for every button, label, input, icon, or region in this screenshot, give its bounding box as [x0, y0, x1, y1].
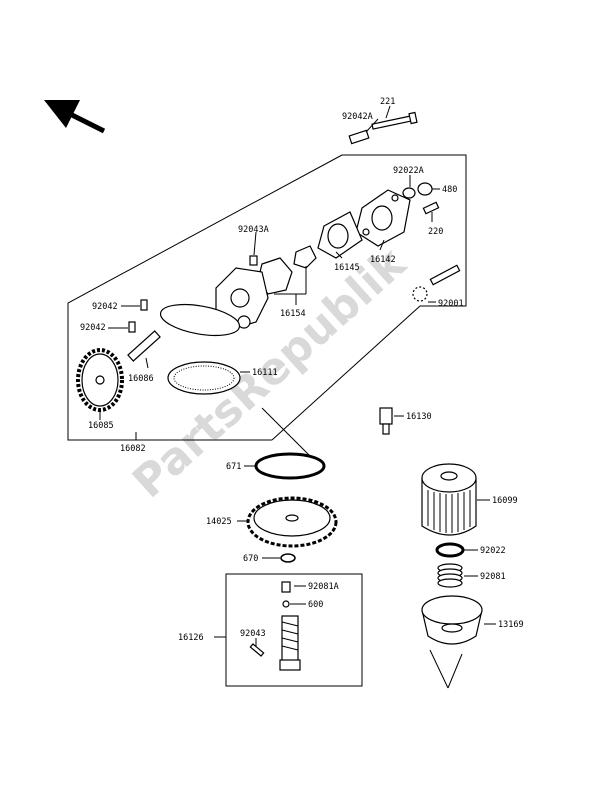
label-92043: 92043: [240, 629, 266, 639]
gear-16085: [76, 348, 124, 412]
bolt-221: [371, 111, 418, 130]
plug-16130: [379, 407, 393, 435]
circlip-480: [417, 182, 433, 196]
washer-92022A: [402, 187, 416, 199]
label-16142: 16142: [370, 255, 396, 265]
shaft-16086: [127, 330, 161, 362]
strainer-cover-14025: [246, 496, 338, 548]
label-221: 221: [380, 97, 395, 107]
label-670: 670: [243, 554, 258, 564]
pump-cover-16142: [355, 189, 411, 247]
pump-plate: [159, 303, 241, 337]
o-ring-671: [254, 452, 326, 480]
label-92081A: 92081A: [308, 582, 339, 592]
label-16126: 16126: [178, 633, 204, 643]
label-92042-upper: 92042: [92, 302, 118, 312]
label-92042A: 92042A: [342, 112, 373, 122]
label-600: 600: [308, 600, 323, 610]
label-92043A: 92043A: [238, 225, 269, 235]
pin-92043A: [249, 255, 258, 266]
pump-body: [215, 267, 269, 329]
label-16082: 16082: [120, 444, 146, 454]
label-480: 480: [442, 185, 457, 195]
washer-92022: [435, 542, 465, 558]
label-220: 220: [428, 227, 443, 237]
relief-valve: [249, 581, 301, 671]
rotor-16154: [257, 245, 317, 295]
label-13169: 13169: [498, 620, 524, 630]
leader-lines: [99, 105, 496, 646]
spring-92081: [437, 563, 463, 588]
relief-valve-bracket: [225, 573, 363, 687]
dowel-pin-92042-lower: [128, 321, 136, 333]
label-92001: 92001: [438, 299, 464, 309]
oil-filter-16099: [421, 463, 477, 536]
label-16145: 16145: [334, 263, 360, 273]
gasket-16145: [317, 211, 363, 259]
label-92022A: 92022A: [393, 166, 424, 176]
label-16099: 16099: [492, 496, 518, 506]
bolt-92001: [412, 264, 461, 302]
pump-assembly-bracket: [67, 154, 467, 441]
label-92081: 92081: [480, 572, 506, 582]
filter-case-13169: [421, 595, 483, 645]
label-16154: 16154: [280, 309, 306, 319]
label-16085: 16085: [88, 421, 114, 431]
bolt-220: [422, 201, 440, 215]
dowel-pin-92042-upper: [140, 299, 148, 311]
label-16130: 16130: [406, 412, 432, 422]
part-labels: 221 92042A 92022A 480 220 92043A 16145 1…: [80, 97, 524, 643]
label-16111: 16111: [252, 368, 278, 378]
label-92022: 92022: [480, 546, 506, 556]
o-ring-670: [280, 553, 296, 563]
label-671: 671: [226, 462, 241, 472]
oil-strainer-16111: [167, 361, 241, 395]
dowel-pin-92042A: [348, 129, 370, 145]
front-direction-arrow-icon: [44, 100, 106, 134]
label-92042-lower: 92042: [80, 323, 106, 333]
label-14025: 14025: [206, 517, 232, 527]
label-16086: 16086: [128, 374, 154, 384]
